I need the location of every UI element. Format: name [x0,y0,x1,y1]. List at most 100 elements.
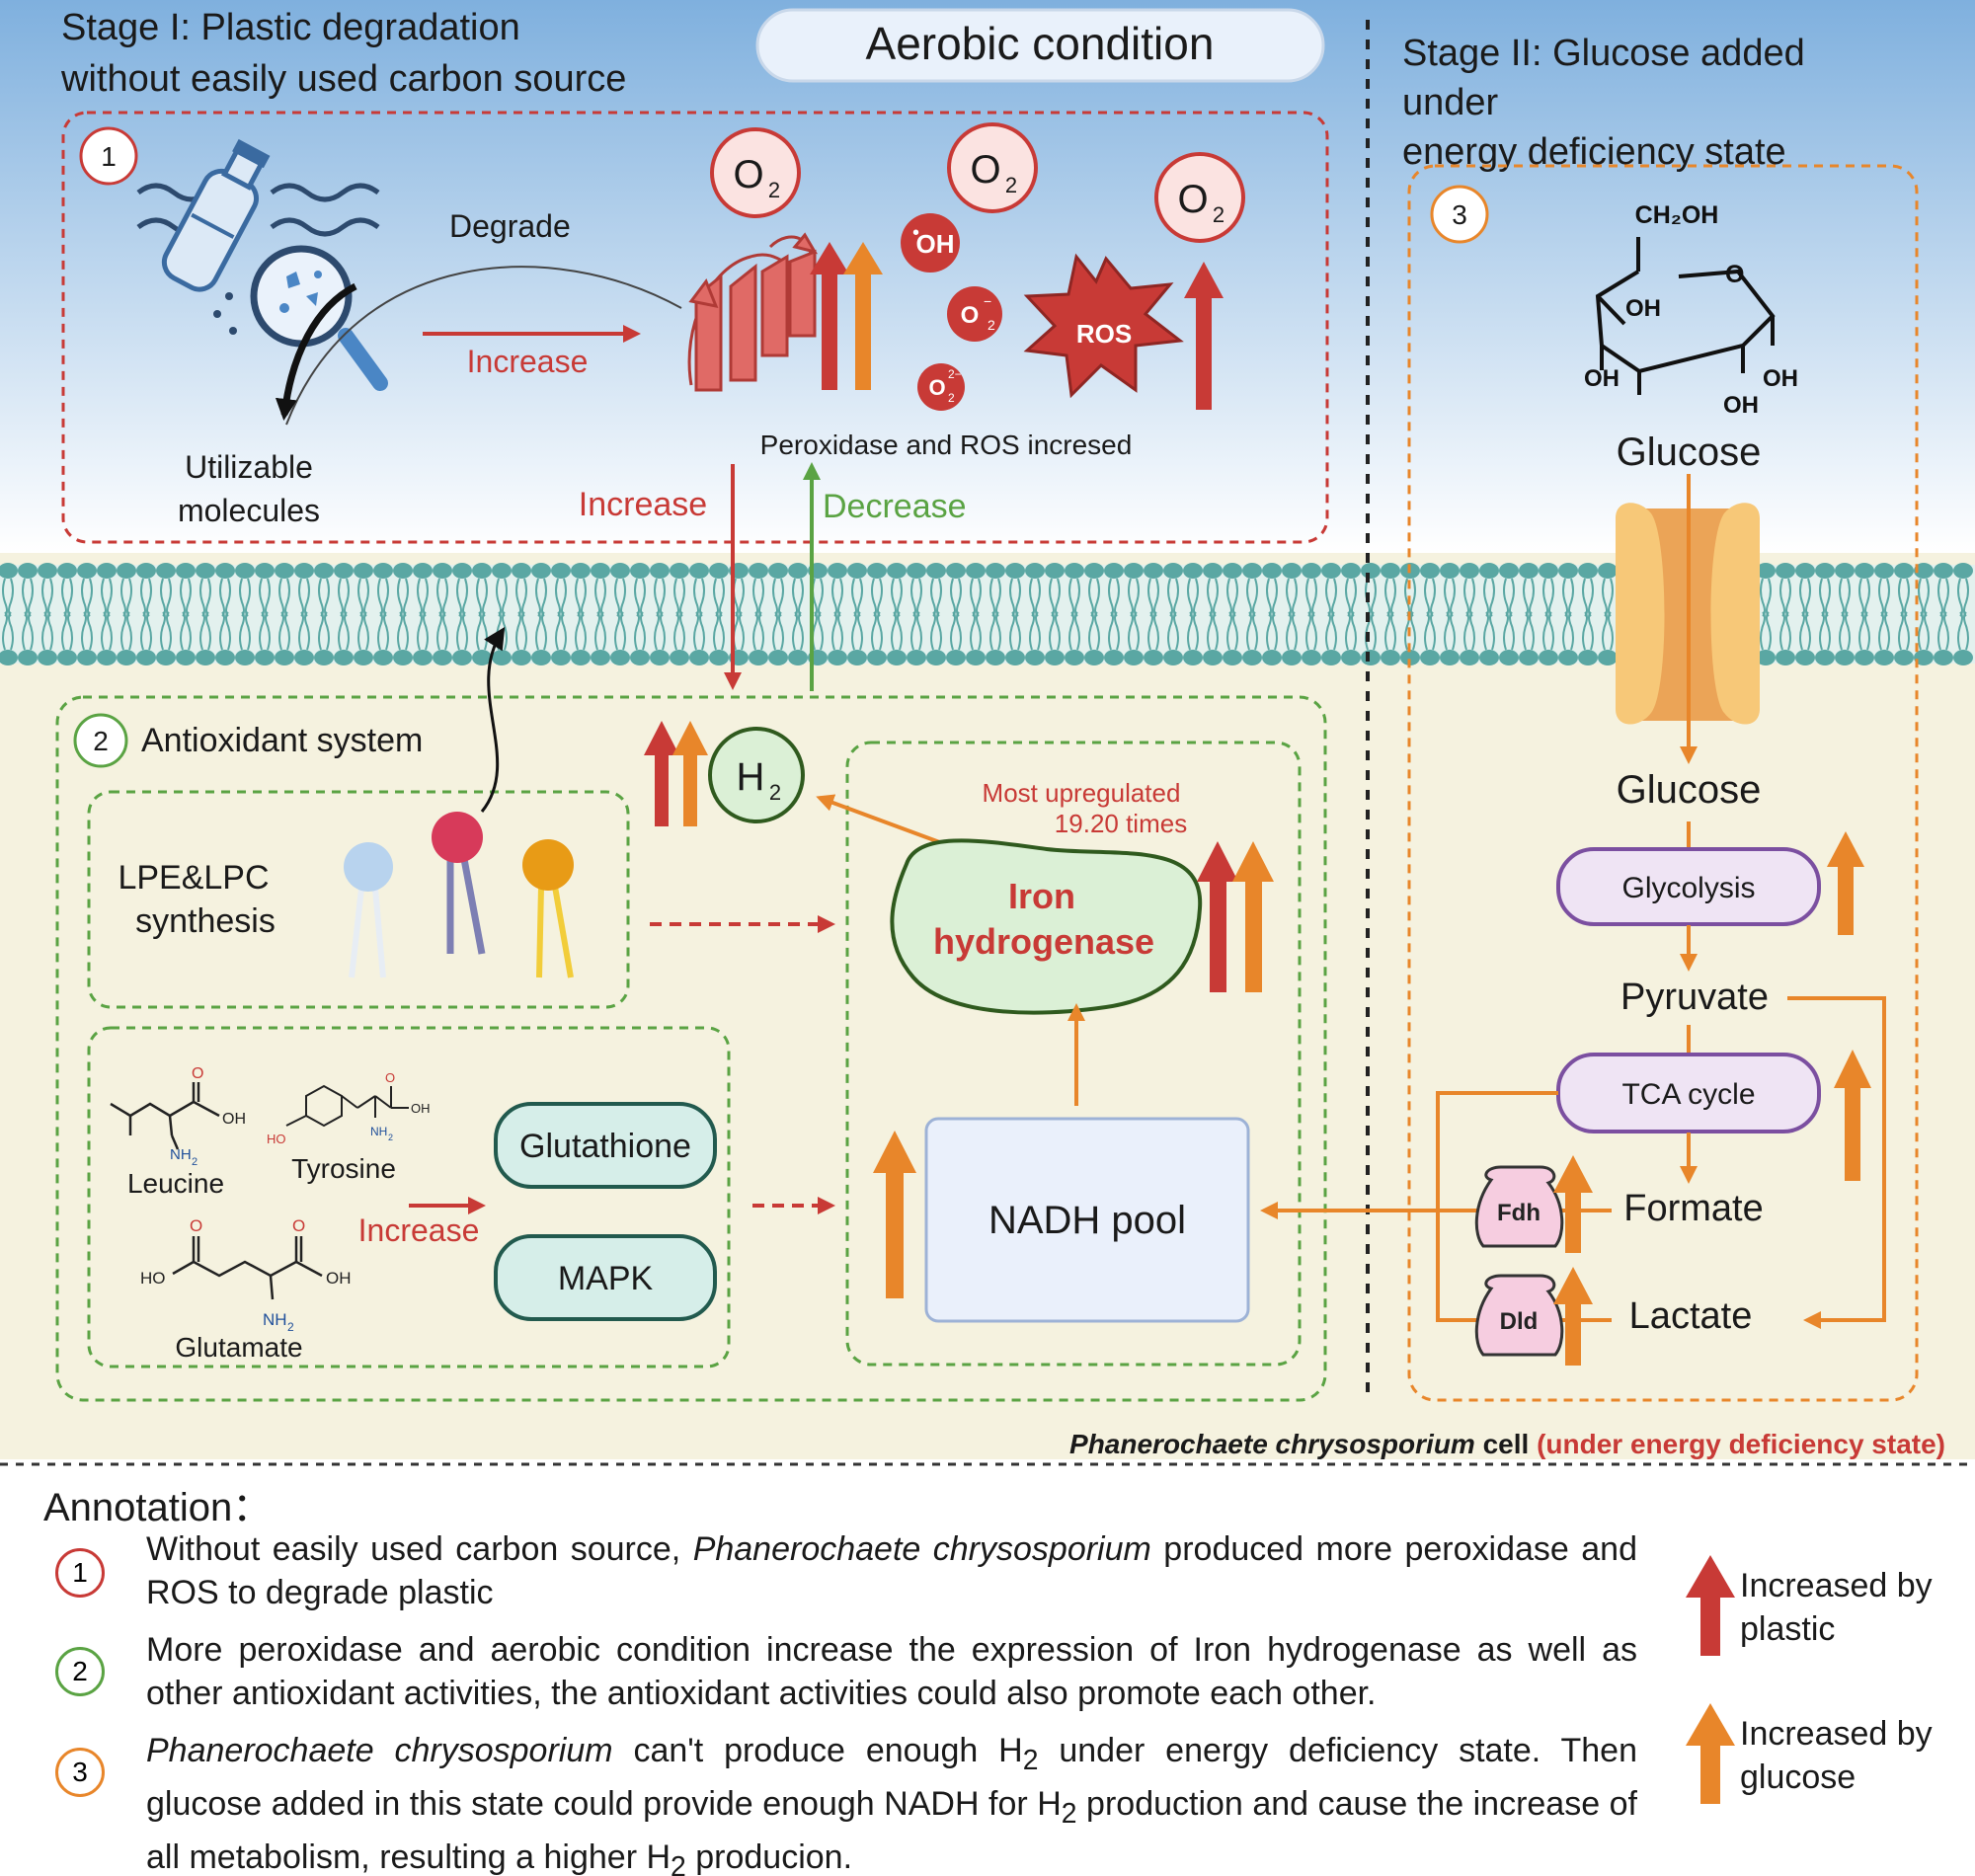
peroxidase-protein-icon [687,232,819,392]
svg-text:2: 2 [988,317,995,333]
iron-hydrogenase-node [890,838,1203,1015]
glycolysis-increase-arrow [1827,831,1864,935]
tca-increase-arrow [1834,1050,1871,1181]
glutamate-oh: OH [326,1269,352,1288]
glucose-ch2oh: CH₂OH [1635,201,1719,229]
h2-increase-arrows [644,721,708,826]
box2-title: Antioxidant system [141,722,423,759]
tyrosine-ho: HO [267,1132,286,1146]
ros-increase-arrow [1184,262,1224,410]
mapk-node [494,1234,717,1321]
lipid-icon-blue [344,842,393,978]
glutamate-nh2: NH [263,1310,287,1329]
stage2-title-line2: under [1402,82,1499,123]
svg-text:−: − [984,293,991,309]
oxygen-molecule: O 2 [947,122,1038,213]
increase-down-label: Increase [579,486,707,523]
ros-burst-icon: ROS [1023,253,1184,399]
box2-number: 2 [93,726,109,756]
lipid-to-membrane-arrow [480,626,506,813]
annotation-item-2: More peroxidase and aerobic condition in… [146,1631,1637,1712]
tyrosine-structure [285,1084,409,1128]
box3-glucose-stage [1407,164,1919,1402]
glycolysis-label: Glycolysis [1621,872,1755,904]
most-upregulated-line1: Most upregulated [983,778,1181,808]
iron-hydrogenase-line1: Iron [1008,876,1075,916]
box1-plastic-degradation [61,111,1329,544]
glutamate-ho: HO [140,1269,166,1288]
mapk-label: MAPK [558,1260,654,1297]
stage2-title-line1: Stage II: Glucose added [1402,33,1805,74]
hydroxyl-radical: • OH [901,213,960,273]
glucose-oh-2: OH [1584,365,1620,392]
oxygen-molecule: O 2 [1154,152,1245,243]
glutamate-o-right: O [292,1216,305,1235]
peroxidase-increase-arrows [810,242,883,390]
glycolysis-node [1556,847,1821,926]
peroxide-radical: O 2 2− [917,363,965,411]
tca-side-loop [1436,1091,1558,1322]
utilizable-label-line1: Utilizable [185,449,313,485]
svg-text:O: O [733,153,763,196]
hydrogenase-box [845,741,1302,1367]
condition-badge [755,8,1325,83]
svg-text:2: 2 [1005,173,1017,197]
glutamate-nh2-sub: 2 [287,1320,294,1334]
glutathione-label: Glutathione [519,1128,691,1165]
svg-text:2: 2 [768,178,780,202]
dld-enzyme: Dld [1474,1274,1564,1357]
tyrosine-oh: OH [411,1101,431,1116]
box3-number: 3 [1452,199,1467,230]
most-upregulated-line2: 19.20 times [1055,809,1187,838]
leucine-nh2-sub: 2 [192,1156,198,1168]
utilizable-label-line2: molecules [178,493,320,528]
formate-label: Formate [1623,1188,1763,1229]
legend-glucose-arrow [1686,1703,1735,1804]
svg-text:O: O [928,375,945,400]
tyrosine-label: Tyrosine [291,1153,396,1184]
tca-cycle-label: TCA cycle [1621,1078,1755,1111]
degrade-arrow [275,282,357,421]
lipid-icon-orange [522,839,574,978]
glucose-oh-4: OH [1763,365,1798,392]
h2-label: H [737,755,765,799]
glutamate-o-left: O [190,1216,202,1235]
cell-label: Phanerochaete chrysosporium cell (under … [1069,1429,1945,1459]
nadh-pool-label: NADH pool [988,1199,1186,1242]
svg-text:2−: 2− [948,367,962,381]
leucine-nh2: NH [170,1146,192,1163]
svg-text:•: • [912,222,919,244]
glucose-structure [1595,237,1776,395]
tyrosine-o: O [385,1070,395,1085]
svg-text:ROS: ROS [1076,319,1132,349]
lpe-label-line1: LPE&LPC [118,859,269,897]
tyrosine-nh2: NH [370,1125,387,1138]
glucose-oh-3: OH [1723,392,1759,419]
iron-hydrogenase-line2: hydrogenase [933,921,1154,962]
h2-subscript: 2 [769,780,781,805]
svg-text:O: O [961,302,980,329]
glutathione-node [494,1102,717,1189]
annotation-item-1: Without easily used carbon source, Phane… [146,1530,1637,1611]
plastic-bottle-icon [161,138,271,292]
leucine-structure [110,1082,220,1150]
glucose-oh-1: OH [1625,295,1661,322]
box3-number-badge [1430,185,1489,244]
condition-label: Aerobic condition [866,18,1215,69]
decrease-up-label: Decrease [823,488,967,525]
hydrogenase-increase-arrows [1197,841,1274,992]
stage1-title-line2: without easily used carbon source [60,58,626,100]
oxygen-molecule: O 2 [710,127,801,218]
leucine-oh: OH [222,1111,246,1128]
magnifier-icon [213,245,388,391]
degrade-label: Degrade [449,208,571,244]
glutamate-label: Glutamate [175,1332,302,1363]
lipid-icon-red [432,812,486,955]
glucose-ring-o: O [1725,261,1744,288]
peroxidase-ros-label: Peroxidase and ROS incresed [760,430,1133,460]
increase-label-top: Increase [467,344,589,379]
h2-molecule [708,727,805,823]
